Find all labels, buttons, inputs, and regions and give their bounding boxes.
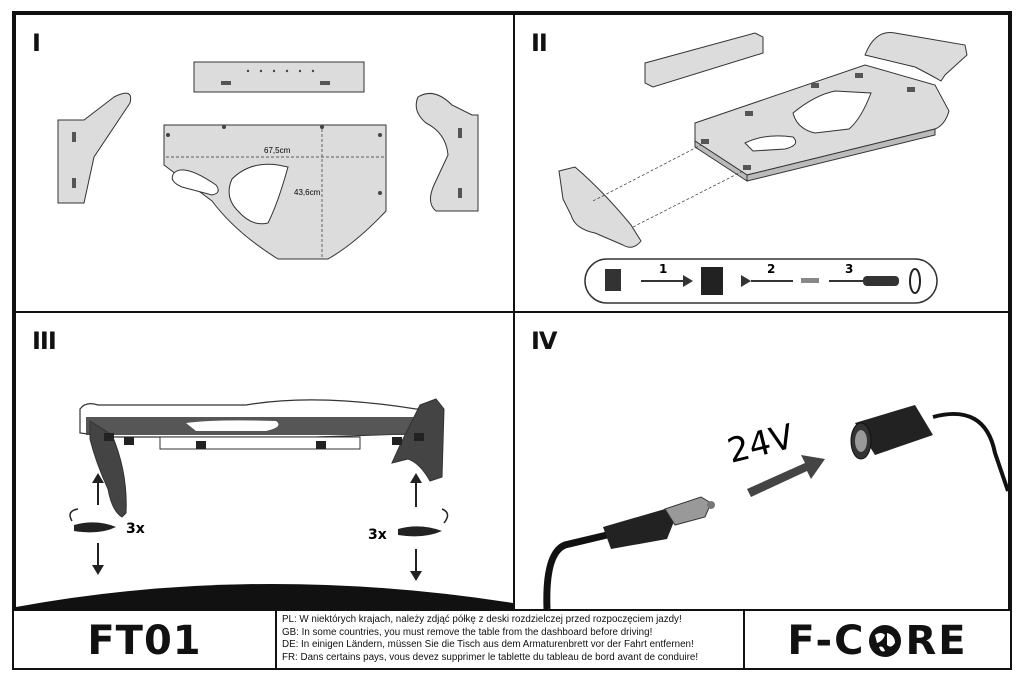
clip-icon bbox=[701, 267, 723, 295]
width-dimension: 67,5cm bbox=[264, 146, 291, 155]
arrow-up-icon bbox=[92, 473, 104, 483]
panel-step-2: II 1 2 bbox=[513, 13, 1010, 313]
plug-cable bbox=[543, 531, 608, 609]
right-count-label: 3x bbox=[368, 527, 387, 543]
flat-parts-drawing: 67,5cm 43,6cm bbox=[57, 61, 479, 260]
brand-logo: F-C RE bbox=[745, 611, 1010, 670]
assembly-drawing: 1 2 3 bbox=[558, 31, 968, 304]
panel-label: II bbox=[531, 29, 548, 57]
step-one-label: 1 bbox=[659, 262, 667, 276]
brand-text-left: F-C bbox=[787, 617, 866, 664]
socket-cable bbox=[932, 411, 1008, 492]
dashboard-surface bbox=[16, 583, 513, 609]
warning-de: DE: In einigen Ländern, müssen Sie die T… bbox=[282, 639, 694, 651]
footer: FT01 PL: W niektórych krajach, należy zd… bbox=[14, 609, 1010, 670]
car-plug bbox=[603, 496, 715, 549]
step-two-label: 2 bbox=[767, 262, 775, 276]
arrow-icon bbox=[683, 275, 693, 287]
panel-label: I bbox=[32, 29, 41, 57]
height-dimension: 43,6cm bbox=[294, 188, 321, 197]
brand-text-right: RE bbox=[905, 617, 968, 664]
step-three-label: 3 bbox=[845, 262, 853, 276]
instruction-sheet: I 67,5cm 43,6cm I bbox=[12, 11, 1012, 670]
panel-label: IV bbox=[531, 327, 557, 355]
warning-pl: PL: W niektórych krajach, należy zdjąć p… bbox=[282, 614, 682, 625]
rotate-icon bbox=[74, 522, 116, 533]
screwdriver-icon bbox=[829, 276, 899, 286]
arrow-down-icon bbox=[410, 571, 422, 581]
globe-icon bbox=[869, 624, 902, 657]
rotate-icon bbox=[398, 526, 442, 537]
arrow-down-icon bbox=[92, 565, 104, 575]
model-number: FT01 bbox=[14, 611, 277, 670]
arrow-up-icon bbox=[410, 473, 422, 483]
panel-label: III bbox=[32, 327, 57, 355]
driving-warning: PL: W niektórych krajach, należy zdjąć p… bbox=[277, 611, 745, 670]
voltage-label: 24V bbox=[724, 417, 798, 472]
panel-step-4: IV 24V bbox=[513, 311, 1010, 611]
arrow-icon bbox=[747, 455, 825, 497]
left-count-label: 3x bbox=[126, 521, 145, 537]
car-socket bbox=[850, 405, 933, 460]
power-connection-drawing: 24V bbox=[543, 405, 1008, 609]
warning-fr: FR: Dans certains pays, vous devez suppr… bbox=[282, 651, 699, 663]
panel-step-1: I 67,5cm 43,6cm bbox=[14, 13, 515, 313]
warning-gb: GB: In some countries, you must remove t… bbox=[282, 626, 653, 638]
panel-step-3: III bbox=[14, 311, 515, 611]
mounting-drawing: 3x 3x bbox=[16, 398, 513, 609]
screw-icon bbox=[801, 278, 819, 283]
